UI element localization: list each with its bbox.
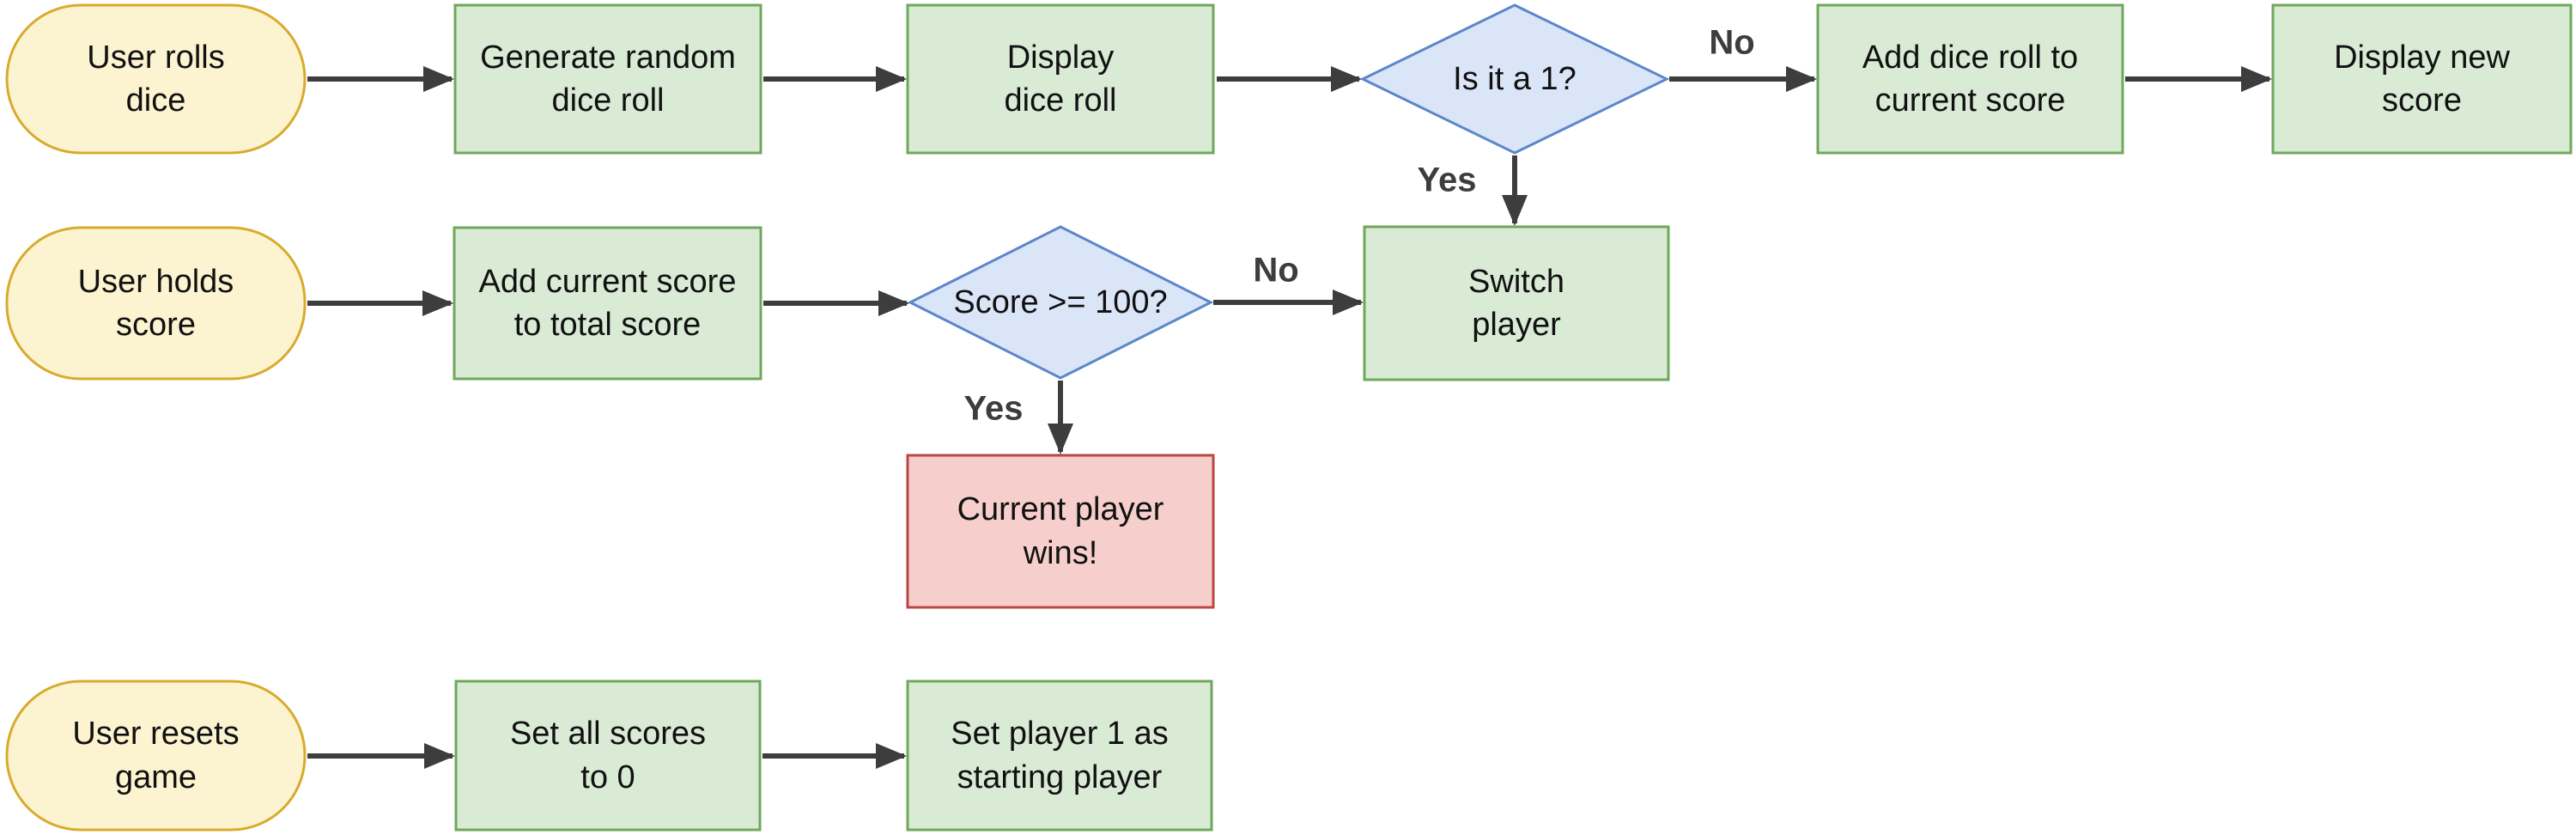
node-user-resets-game: User resets game [72,716,240,795]
node-set-player-1-as-starting-player: Set player 1 as starting player [951,716,1169,795]
decision-shape-is-it-a-1 [1359,3,1670,155]
process-shape-set-all-scores-to-0 [454,680,762,832]
process-shape-add-dice-roll-to-current-score [1816,3,2124,155]
edge-label-is-it-a-1-yes: Yes [1417,161,1477,199]
process-shape-add-current-score-to-total-score [453,226,762,381]
process-shape-generate-random-dice-roll [453,3,762,155]
node-display-dice-roll: Display dice roll [1004,39,1117,119]
node-current-player-wins: Current player wins! [957,491,1164,571]
node-generate-random-dice-roll: Generate random dice roll [480,39,736,119]
process-shape-set-player-1-as-starting-player [906,680,1213,832]
node-user-holds-score: User holds score [77,263,234,343]
node-user-rolls-dice: User rolls dice [87,39,225,119]
node-display-new-score: Display new score [2334,39,2510,119]
edge-label-score-check-yes: Yes [963,389,1024,428]
end-shape-current-player-wins [906,454,1215,609]
node-add-dice-roll-to-current-score: Add dice roll to current score [1862,39,2079,119]
terminal-shape-user-rolls-dice [5,3,307,155]
process-shape-display-dice-roll [906,3,1215,155]
node-add-current-score-to-total-score: Add current score to total score [478,263,737,343]
node-score-gte-100: Score >= 100? [953,283,1168,320]
process-shape-display-new-score [2271,3,2573,155]
edge-label-score-check-no: No [1253,251,1299,290]
node-set-all-scores-to-0: Set all scores to 0 [509,716,707,795]
decision-shape-score-gte-100 [907,225,1214,380]
process-shape-switch-player [1363,225,1670,381]
edge-label-is-it-a-1-no: No [1709,23,1755,62]
node-switch-player: Switch player [1468,263,1564,343]
node-is-it-a-1: Is it a 1? [1453,60,1577,97]
terminal-shape-user-resets-game [5,680,307,832]
terminal-shape-user-holds-score [5,226,307,381]
